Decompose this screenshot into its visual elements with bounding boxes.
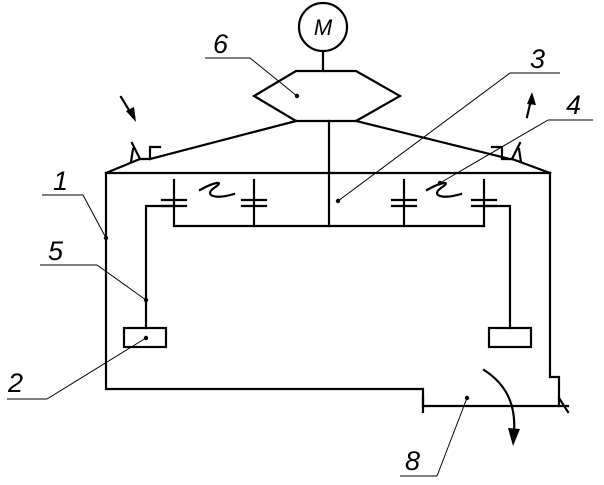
rotor-frame: [160, 178, 498, 228]
rotation-arrow-icon: [482, 368, 520, 446]
outlet-nozzle-flange: [510, 141, 522, 161]
callout-3: 3: [530, 44, 545, 74]
scraper-shoe-left: [122, 326, 168, 349]
spring-left-icon: [198, 181, 236, 198]
outlet-nozzle-wall: [517, 147, 523, 164]
outlet-arrow-icon: [525, 92, 536, 119]
inlet-nozzle: [104, 141, 162, 175]
callout-1: 1: [53, 166, 68, 196]
callout-2: 2: [7, 368, 23, 398]
scraper-shoe-right: [487, 326, 533, 349]
cover-right-slope: [354, 119, 512, 161]
inlet-nozzle-outline: [104, 145, 162, 175]
housing-outline-left: [104, 171, 570, 408]
spring-right-icon: [425, 181, 463, 198]
cover-left-slope: [148, 119, 298, 161]
callout-8: 8: [405, 446, 420, 476]
callout-4: 4: [566, 90, 581, 120]
cone-cover: [104, 119, 552, 175]
inlet-arrow-icon: [119, 95, 136, 122]
scraper-arm-right: [482, 204, 512, 330]
outlet-nozzle: [490, 141, 552, 175]
inlet-nozzle-wall: [129, 147, 135, 164]
housing-outline-right: [548, 171, 561, 408]
callout-6: 6: [213, 29, 229, 59]
motor: M: [297, 1, 349, 73]
motor-label: M: [314, 15, 333, 40]
scraper-arm-left: [144, 204, 176, 330]
discharge-gate-right: [557, 396, 570, 414]
callout-5: 5: [48, 236, 64, 266]
inlet-nozzle-flange: [130, 141, 142, 161]
outlet-nozzle-outline: [490, 145, 552, 175]
